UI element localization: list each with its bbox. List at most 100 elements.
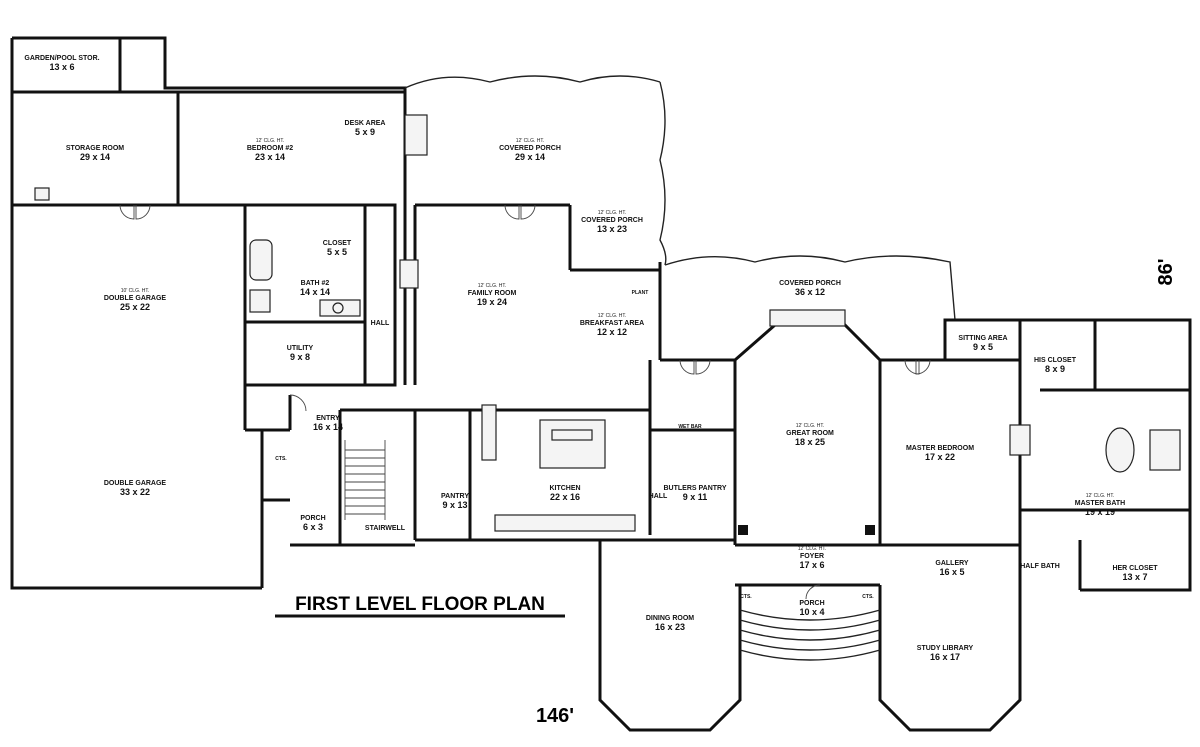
room-dimensions: 5 x 5 <box>327 247 347 257</box>
room-garden-pool-stor: GARDEN/POOL STOR.13 x 6 <box>24 55 99 72</box>
room-dimensions: 10 x 4 <box>799 607 824 617</box>
room-name: HIS CLOSET <box>1034 357 1077 364</box>
wet-bar-label: WET BAR <box>678 424 702 430</box>
room-note: 12' CLG. HT. <box>598 313 626 319</box>
plan-title: FIRST LEVEL FLOOR PLAN <box>295 594 545 615</box>
room-stairwell: STAIRWELL <box>365 525 406 532</box>
room-name: FAMILY ROOM <box>468 290 517 297</box>
room-dimensions: 5 x 9 <box>355 127 375 137</box>
room-dimensions: 23 x 14 <box>255 152 285 162</box>
room-name: COVERED PORCH <box>779 280 841 287</box>
room-name: COVERED PORCH <box>581 217 643 224</box>
room-note: 12' CLG. HT. <box>256 138 284 144</box>
room-dimensions: 16 x 5 <box>939 567 964 577</box>
overall-depth: 86' <box>1155 258 1177 285</box>
room-note: 12' CLG. HT. <box>478 283 506 289</box>
room-name: SITTING AREA <box>958 335 1007 342</box>
room-name: HALF BATH <box>1020 563 1060 570</box>
room-dimensions: 29 x 14 <box>80 152 110 162</box>
cts-label-3: CTS. <box>862 594 874 600</box>
room-dimensions: 36 x 12 <box>795 287 825 297</box>
room-name: HALL <box>649 493 668 500</box>
room-note: 12' CLG. HT. <box>796 423 824 429</box>
room-name: BREAKFAST AREA <box>580 320 644 327</box>
cts-label-2: CTS. <box>740 594 752 600</box>
room-name: HER CLOSET <box>1112 565 1158 572</box>
room-half-bath: HALF BATH <box>1020 563 1060 570</box>
room-name: DESK AREA <box>345 120 386 127</box>
room-dimensions: 19 x 19 <box>1085 507 1115 517</box>
room-name: BUTLERS PANTRY <box>664 485 727 492</box>
room-hall-2: HALL <box>649 493 668 500</box>
cts-label-1: CTS. <box>275 456 287 462</box>
room-name: DOUBLE GARAGE <box>104 295 167 302</box>
room-name: COVERED PORCH <box>499 145 561 152</box>
room-name: MASTER BEDROOM <box>906 445 974 452</box>
room-name: GREAT ROOM <box>786 430 834 437</box>
room-dimensions: 6 x 3 <box>303 522 323 532</box>
room-name: PORCH <box>799 600 824 607</box>
room-dimensions: 22 x 16 <box>550 492 580 502</box>
room-dimensions: 12 x 12 <box>597 327 627 337</box>
room-name: STAIRWELL <box>365 525 406 532</box>
room-name: UTILITY <box>287 345 314 352</box>
room-name: STUDY LIBRARY <box>917 645 974 652</box>
room-dimensions: 13 x 7 <box>1122 572 1147 582</box>
small-labels: CTS. CTS. CTS. WET BAR PLANT <box>275 290 874 600</box>
overall-width: 146' <box>536 705 574 727</box>
room-name: MASTER BATH <box>1075 500 1125 507</box>
room-dimensions: 8 x 9 <box>1045 364 1065 374</box>
room-name: STORAGE ROOM <box>66 145 124 152</box>
room-note: 12' CLG. HT. <box>598 210 626 216</box>
room-dimensions: 13 x 6 <box>49 62 74 72</box>
room-note: 12' CLG. HT. <box>798 546 826 552</box>
room-dimensions: 9 x 11 <box>683 492 708 502</box>
room-dimensions: 17 x 22 <box>925 452 955 462</box>
room-dimensions: 14 x 14 <box>300 287 330 297</box>
room-name: GALLERY <box>935 560 969 567</box>
room-dimensions: 9 x 5 <box>973 342 993 352</box>
room-name: PANTRY <box>441 493 469 500</box>
room-dimensions: 33 x 22 <box>120 487 150 497</box>
room-dimensions: 25 x 22 <box>120 302 150 312</box>
room-name: FOYER <box>800 553 824 560</box>
room-name: ENTRY <box>316 415 340 422</box>
room-note: 12' CLG. HT. <box>516 138 544 144</box>
room-dimensions: 16 x 17 <box>930 652 960 662</box>
room-dimensions: 16 x 23 <box>655 622 685 632</box>
room-name: DINING ROOM <box>646 615 694 622</box>
room-name: KITCHEN <box>549 485 580 492</box>
room-bath-2: BATH #214 x 14 <box>300 280 330 297</box>
plant-label: PLANT <box>632 290 649 296</box>
room-hall-1: HALL <box>371 320 390 327</box>
room-dimensions: 29 x 14 <box>515 152 545 162</box>
room-dimensions: 17 x 6 <box>799 560 824 570</box>
exterior-walls <box>10 36 1192 732</box>
